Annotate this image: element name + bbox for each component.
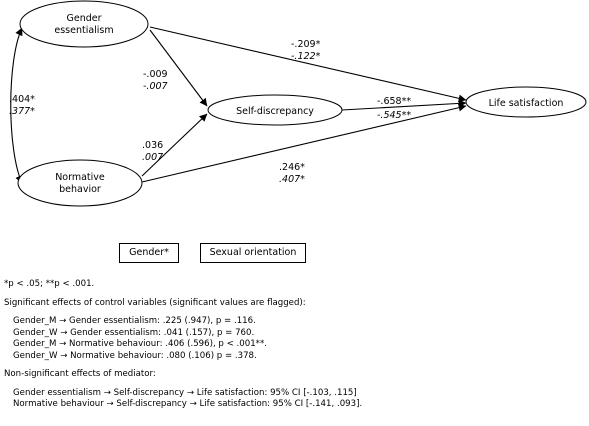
node-label: Life satisfaction — [489, 98, 564, 109]
coef-ge-ls-bottom: -.122* — [291, 51, 321, 62]
path-nb-to-sd — [141, 113, 208, 177]
legend-gender: Gender* — [119, 243, 179, 263]
coef-sd-ls-bottom: -.545** — [377, 110, 411, 121]
coef-ge-ls-top: -.209* — [291, 39, 321, 50]
control-effect-item: Gender_M → Gender essentialism: .225 (.9… — [13, 316, 256, 326]
path-ge-to-sd — [149, 29, 208, 107]
coef-nb-ls-bottom: .407* — [279, 174, 305, 185]
correlation-arrow — [10, 27, 23, 184]
legend-sexual-orientation: Sexual orientation — [200, 243, 306, 263]
mediator-effect-item: Normative behaviour → Self-discrepancy →… — [13, 399, 363, 409]
path-diagram: Gender essentialism Normative behavior S… — [9, 0, 587, 207]
control-effects-heading: Significant effects of control variables… — [4, 297, 306, 308]
coef-correlation-top: .404* — [9, 94, 35, 105]
coef-correlation-bottom: .377* — [9, 106, 35, 117]
node-life-satisfaction: Life satisfaction — [465, 86, 587, 118]
control-effect-item: Gender_M → Normative behaviour: .406 (.5… — [13, 339, 268, 349]
node-label: essentialism — [54, 25, 113, 36]
mediator-effects-heading: Non-significant effects of mediator: — [4, 369, 156, 379]
coef-ge-sd-top: -.009 — [143, 69, 168, 80]
node-label: behavior — [59, 184, 101, 195]
coef-sd-ls-top: -.658** — [377, 96, 411, 107]
coef-nb-sd-bottom: .007 — [142, 152, 163, 163]
node-self-discrepancy: Self-discrepancy — [207, 94, 343, 126]
coef-nb-sd-top: .036 — [142, 140, 163, 151]
path-ge-to-ls — [149, 26, 467, 103]
coef-nb-ls-top: .246* — [279, 162, 305, 173]
node-label: Normative — [55, 172, 105, 183]
path-sd-to-ls — [341, 99, 467, 111]
mediator-effect-item: Gender essentialism → Self-discrepancy →… — [13, 387, 357, 398]
node-normative-behavior: Normative behavior — [17, 159, 143, 207]
coef-ge-sd-bottom: -.007 — [143, 81, 168, 92]
node-label: Self-discrepancy — [236, 106, 314, 117]
node-label: Gender — [66, 13, 101, 24]
path-nb-to-ls — [141, 103, 467, 183]
significance-note: *p < .05; **p < .001. — [4, 279, 95, 289]
notes-section: *p < .05; **p < .001. Significant effect… — [4, 279, 584, 411]
control-effect-item: Gender_W → Gender essentialism: .041 (.1… — [13, 327, 255, 338]
node-gender-essentialism: Gender essentialism — [19, 0, 149, 48]
control-effect-item: Gender_W → Normative behaviour: .080 (.1… — [13, 350, 257, 361]
